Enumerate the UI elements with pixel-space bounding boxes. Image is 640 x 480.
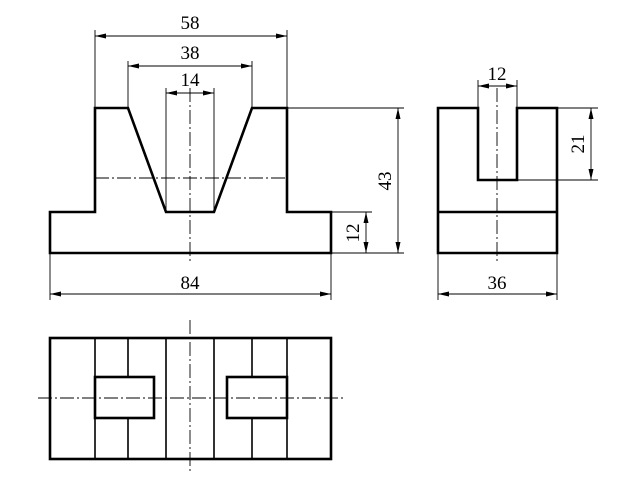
- top-view: [38, 320, 346, 472]
- dim-36-label: 36: [488, 273, 507, 294]
- front-dimension-labels: 58 38 14 43 12 84: [181, 13, 397, 294]
- side-dimension-lines: [437, 80, 598, 300]
- front-view-outline: [48, 106, 333, 255]
- side-view: [436, 88, 559, 262]
- top-view-outline: [48, 336, 333, 461]
- dim-84-label: 84: [181, 273, 201, 294]
- dim-43-label: 43: [375, 172, 396, 191]
- dim-38-label: 38: [181, 43, 200, 64]
- dim-21-label: 21: [568, 135, 589, 154]
- dim-14-label: 14: [181, 70, 201, 91]
- dim-12-base-label: 12: [343, 224, 364, 243]
- front-dimension-lines: [49, 30, 404, 300]
- top-view-right-slot: [225, 375, 289, 420]
- front-view: [48, 88, 333, 262]
- side-dimension-labels: 12 21 36: [488, 64, 590, 294]
- top-view-left-slot: [93, 375, 156, 420]
- dim-12-slot-label: 12: [488, 64, 507, 85]
- dim-58-label: 58: [181, 13, 200, 34]
- side-view-outline: [436, 106, 559, 255]
